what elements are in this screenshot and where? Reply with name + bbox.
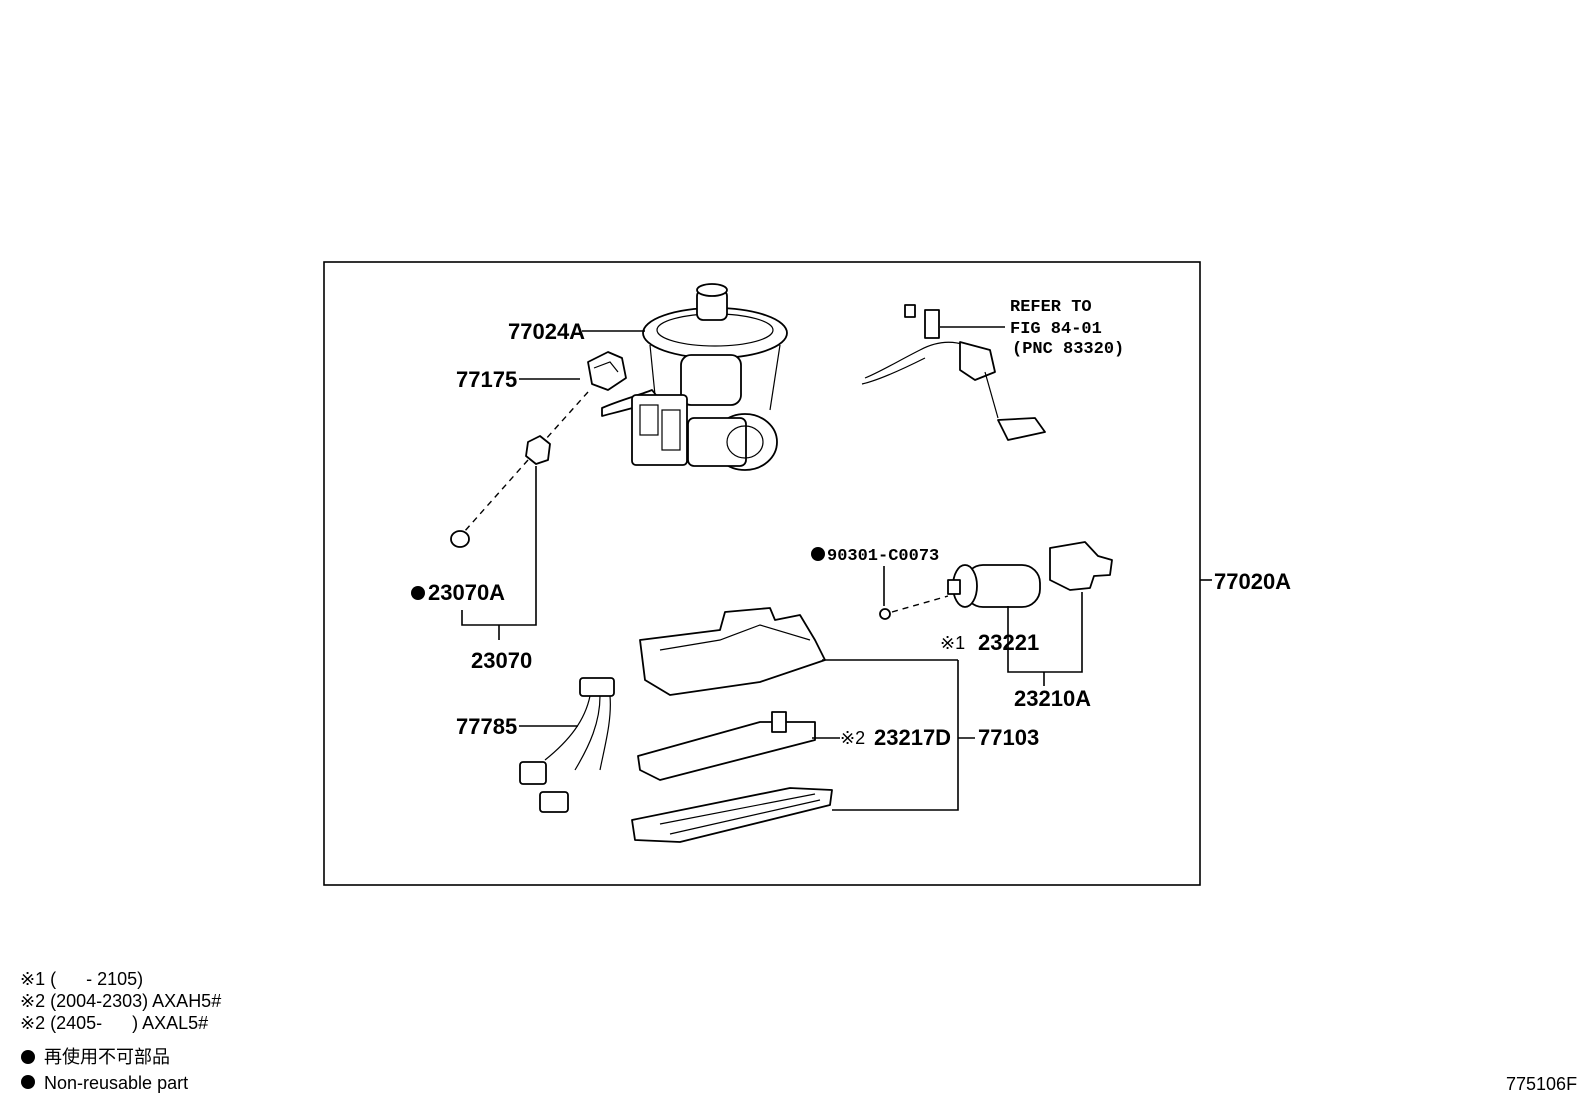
label-90301-C0073: 90301-C0073 [827,547,939,566]
dash-90301 [891,595,949,613]
label-23210A: 23210A [1014,686,1091,711]
legend-icon-en [21,1075,35,1089]
fuel-pump-module-drawing [601,283,788,471]
label-77175: 77175 [456,367,517,392]
bracket-77103 [832,660,959,811]
filter-23070-drawing [450,435,551,548]
diagram-frame [323,261,1201,886]
footnote-1: ※1 ( - 2105) [20,969,143,989]
mark-note2: ※2 [840,728,865,748]
sender-gauge-drawing [861,304,1046,441]
dash-77175 [544,391,589,441]
dash-23070 [463,459,529,533]
legend-en: Non-reusable part [44,1073,188,1093]
refer-line3: (PNC 83320) [1012,340,1124,359]
label-23221: 23221 [978,630,1039,655]
footnote-2: ※2 (2004-2303) AXAH5# [20,991,221,1011]
label-23070A: 23070A [428,580,505,605]
refer-line1: REFER TO [1010,298,1092,317]
mark-note1: ※1 [940,633,965,653]
pump-23221-drawing [879,541,1113,620]
legend-jp: 再使用不可部品 [44,1047,170,1067]
label-23217D: 23217D [874,725,951,750]
label-77020A: 77020A [1214,569,1291,594]
cap-77175-drawing [587,351,627,391]
wire-harness-77785-drawing [519,677,615,813]
non-reusable-icon-90301 [811,547,825,561]
footnote-3: ※2 (2405- ) AXAL5# [20,1013,208,1033]
label-77785: 77785 [456,714,517,739]
bracket-23210A [1007,592,1083,673]
legend-icon-jp [21,1050,35,1064]
figure-id: 775106F [1506,1074,1577,1094]
label-77024A: 77024A [508,319,585,344]
label-23070: 23070 [471,648,532,673]
refer-line2: FIG 84-01 [1010,320,1102,339]
label-77103: 77103 [978,725,1039,750]
non-reusable-icon-23070A [411,586,425,600]
housing-drawing [631,607,833,843]
